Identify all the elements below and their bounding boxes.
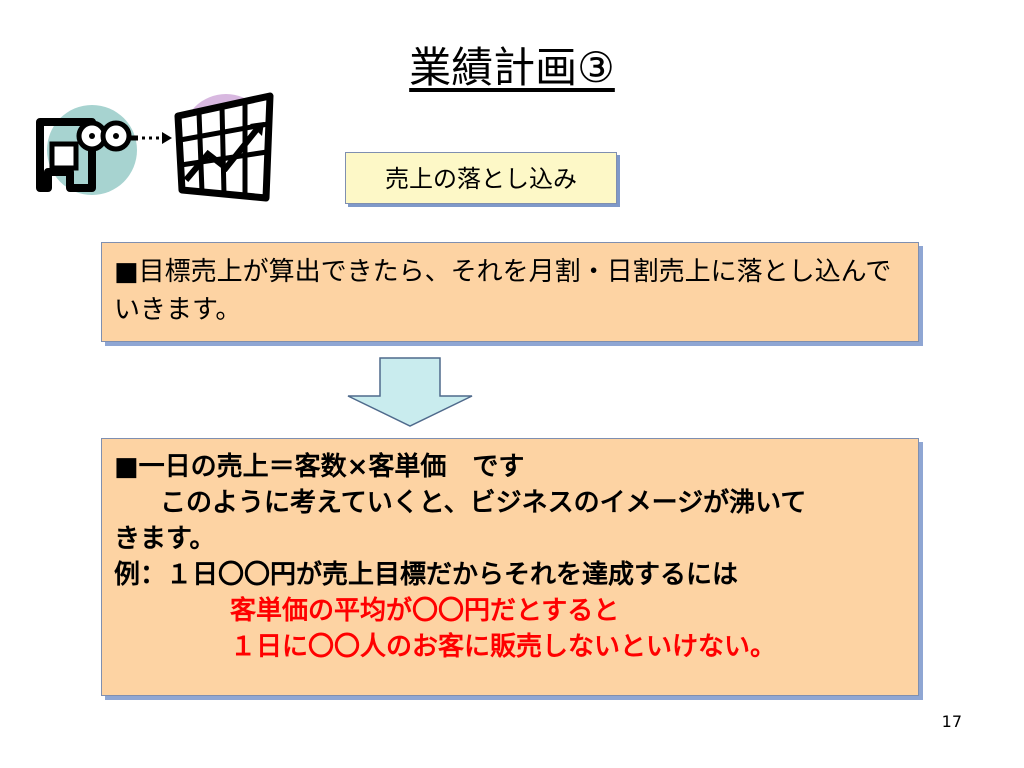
slide-title: 業績計画③	[0, 38, 1024, 98]
example-highlight-line-1: 客単価の平均が〇〇円だとすると	[230, 596, 620, 626]
intro-box: ■目標売上が算出できたら、それを月割・日割売上に落とし込んでいきます。	[101, 242, 919, 342]
slide-title-text: 業績計画③	[409, 43, 615, 92]
face-with-glasses-icon	[36, 105, 138, 195]
formula-line: ■一日の売上＝客数×客単価 です	[114, 452, 525, 482]
example-highlight-line-2: １日に〇〇人のお客に販売しないといけない。	[230, 632, 777, 662]
example-line: 例：１日〇〇円が売上目標だからそれを達成するには	[114, 560, 739, 590]
page-number: 17	[941, 712, 962, 731]
explanation-line: このように考えていくと、ビジネスのイメージが沸いて	[160, 488, 807, 518]
down-arrow-icon	[347, 357, 473, 427]
detail-box: ■一日の売上＝客数×客単価 です このように考えていくと、ビジネスのイメージが沸…	[101, 438, 919, 696]
dotted-arrow-icon	[142, 132, 172, 144]
clipart	[36, 92, 274, 202]
growth-chart-icon	[174, 92, 274, 202]
explanation-line-cont: きます。	[114, 524, 216, 554]
section-label: 売上の落とし込み	[345, 152, 617, 204]
